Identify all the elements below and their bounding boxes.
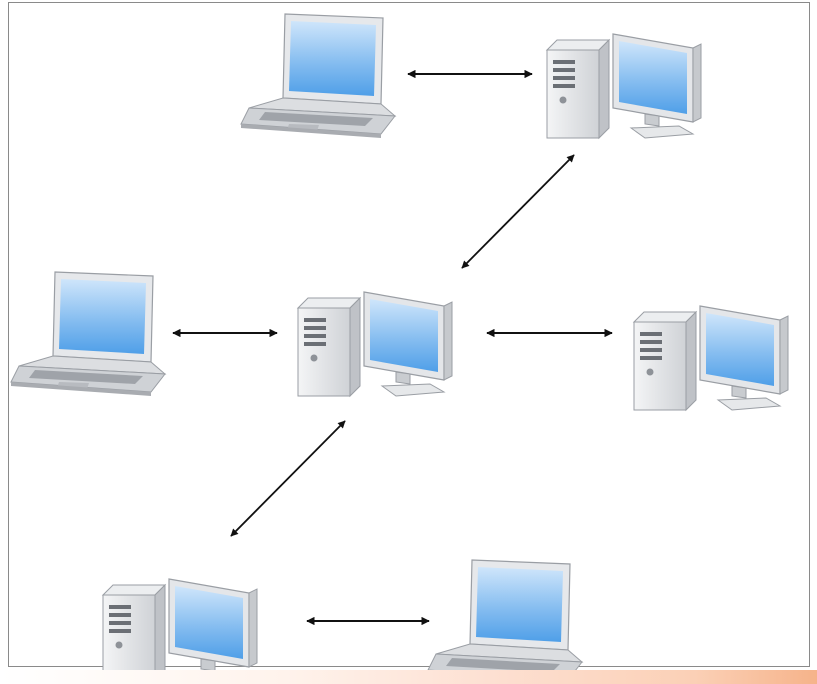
desktop-center-icon <box>296 291 453 398</box>
laptop-top-icon <box>240 13 397 138</box>
laptop-bottom-right-icon <box>427 559 584 684</box>
desktop-right-icon <box>632 305 789 412</box>
bottom-color-strip <box>0 670 817 684</box>
connection-desktop-top-right-desktop-center <box>461 154 575 269</box>
connection-desktop-center-desktop-bottom-left <box>230 420 346 537</box>
laptop-left-icon <box>10 271 167 396</box>
desktop-bottom-left-icon <box>101 578 258 684</box>
desktop-top-right-icon <box>545 33 702 140</box>
diagram-frame <box>8 2 810 667</box>
